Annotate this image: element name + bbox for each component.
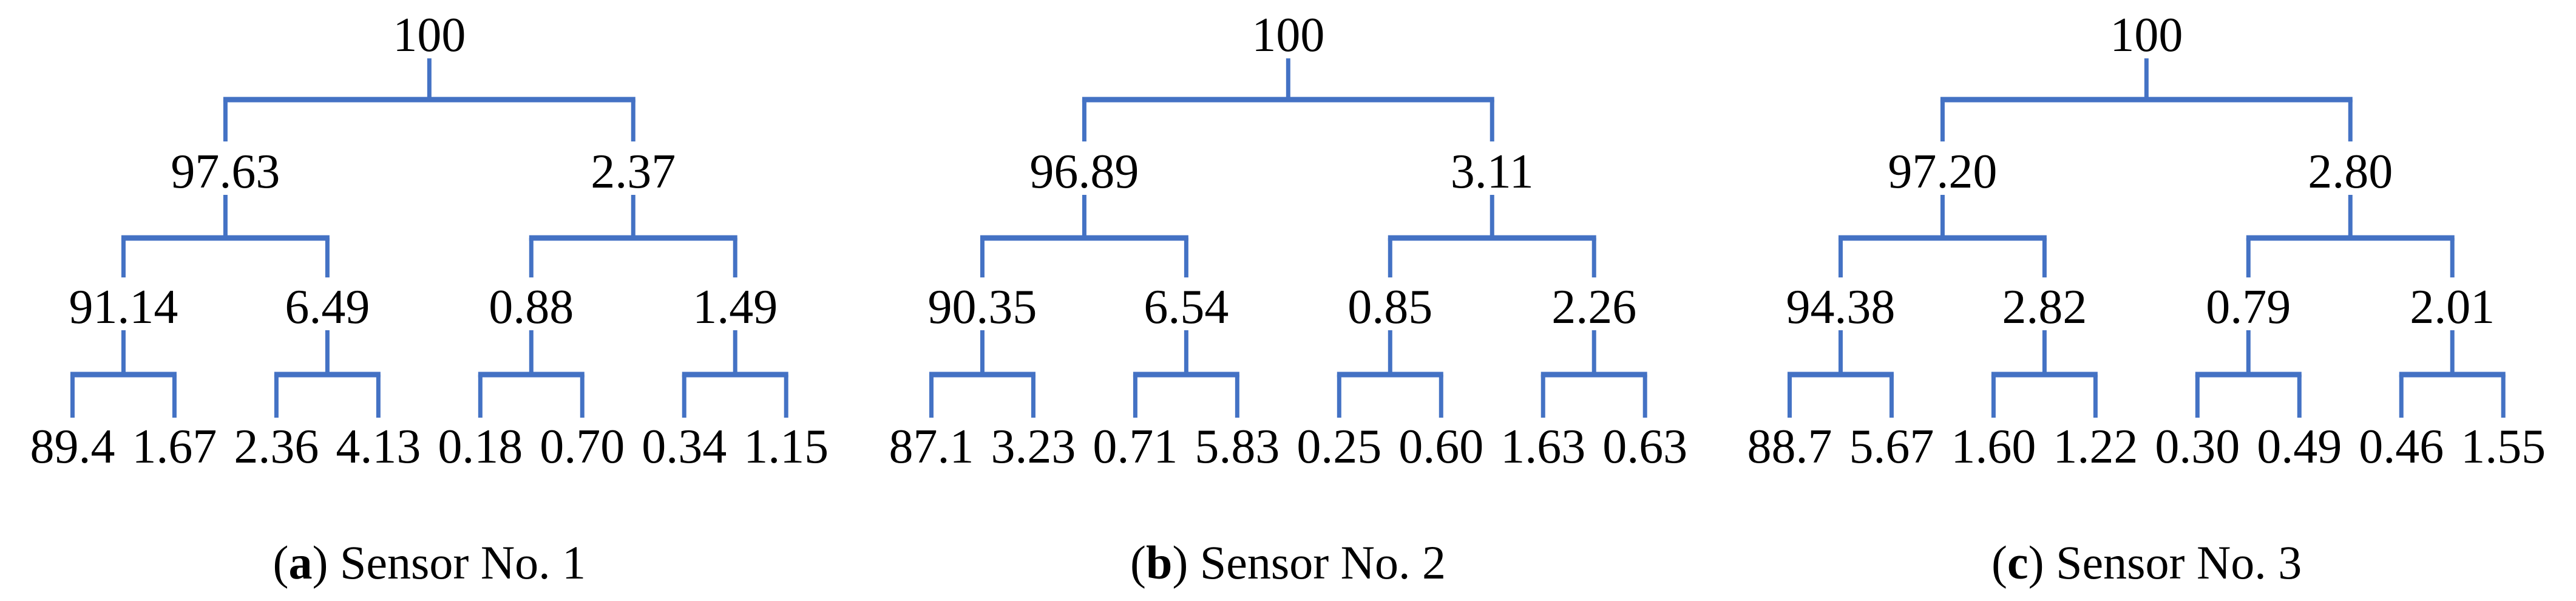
tree-node-value: 94.38	[1786, 280, 1896, 334]
panel-caption-a: (a) Sensor No. 1	[0, 539, 859, 586]
tree-node-value: 0.18	[438, 420, 523, 474]
tree-node-value: 0.25	[1296, 420, 1381, 474]
caption-paren-open: (	[1130, 536, 1146, 589]
tree-node-value: 2.37	[591, 145, 676, 199]
tree-node-value: 0.88	[489, 280, 574, 334]
caption-letter: a	[288, 536, 313, 589]
tree-node-value: 97.63	[171, 145, 280, 199]
panel-sensor-2: 100 96.89 3.11 90.35 6.54 0.85 2.26 87.1 3.23 0.7…	[859, 0, 1718, 601]
caption-label: Sensor No. 1	[339, 536, 586, 589]
tree-node-value: 100	[2110, 8, 2183, 62]
tree-node-value: 97.20	[1888, 145, 1998, 199]
tree-node-value: 2.01	[2410, 280, 2495, 334]
tree-node-value: 4.13	[336, 420, 421, 474]
tree-node-value: 0.46	[2359, 420, 2444, 474]
tree-node-value: 100	[393, 8, 466, 62]
tree-node-value: 1.63	[1500, 420, 1585, 474]
caption-paren-open: (	[273, 536, 289, 589]
tree-node-value: 90.35	[927, 280, 1037, 334]
caption-label: Sensor No. 3	[2056, 536, 2302, 589]
tree-node-value: 89.4	[30, 420, 115, 474]
tree-node-value: 0.63	[1602, 420, 1687, 474]
tree-node-value: 5.67	[1849, 420, 1934, 474]
tree-node-value: 0.70	[540, 420, 625, 474]
tree-node-value: 0.85	[1347, 280, 1432, 334]
tree-node-value: 3.11	[1450, 145, 1533, 199]
tree-node-value: 88.7	[1747, 420, 1832, 474]
tree-node-value: 0.34	[642, 420, 727, 474]
tree-diagram-sensor-2: 100 96.89 3.11 90.35 6.54 0.85 2.26 87.1 3.23 0.7…	[889, 8, 1687, 474]
tree-node-value: 2.80	[2308, 145, 2393, 199]
caption-letter: b	[1145, 536, 1173, 589]
tree-node-value: 6.54	[1144, 280, 1229, 334]
tree-node-value: 3.23	[991, 420, 1076, 474]
caption-paren-close: )	[312, 536, 328, 589]
caption-label: Sensor No. 2	[1199, 536, 1446, 589]
tree-node-value: 1.60	[1951, 420, 2036, 474]
tree-node-value: 2.36	[234, 420, 319, 474]
tree-node-value: 1.67	[132, 420, 217, 474]
caption-paren-close: )	[1172, 536, 1188, 589]
tree-node-value: 0.79	[2206, 280, 2291, 334]
tree-node-value: 1.49	[693, 280, 778, 334]
panel-sensor-1: 100 97.63 2.37 91.14 6.49 0.88 1.49 89.4 1.67 2.3…	[0, 0, 859, 601]
tree-diagram-sensor-3: 100 97.20 2.80 94.38 2.82 0.79 2.01 88.7 5.67 1.6…	[1747, 8, 2546, 474]
tree-node-value: 96.89	[1029, 145, 1139, 199]
tree-node-value: 0.30	[2155, 420, 2240, 474]
tree-node-value: 0.49	[2257, 420, 2342, 474]
caption-paren-close: )	[2028, 536, 2044, 589]
tree-node-value: 1.15	[744, 420, 829, 474]
tree-node-value: 100	[1252, 8, 1324, 62]
tree-node-value: 2.26	[1551, 280, 1636, 334]
tree-node-value: 1.22	[2053, 420, 2138, 474]
tree-node-value: 1.55	[2461, 420, 2546, 474]
tree-node-value: 5.83	[1195, 420, 1280, 474]
panel-caption-b: (b) Sensor No. 2	[859, 539, 1718, 586]
caption-paren-open: (	[1991, 536, 2008, 589]
tree-node-value: 0.71	[1093, 420, 1178, 474]
tree-node-value: 6.49	[285, 280, 370, 334]
tree-node-value: 0.60	[1398, 420, 1483, 474]
caption-letter: c	[2007, 536, 2029, 589]
tree-diagram-sensor-1: 100 97.63 2.37 91.14 6.49 0.88 1.49 89.4 1.67 2.3…	[30, 8, 829, 474]
tree-node-value: 87.1	[889, 420, 974, 474]
tree-node-value: 2.82	[2002, 280, 2087, 334]
panel-caption-c: (c) Sensor No. 3	[1717, 539, 2576, 586]
tree-node-value: 91.14	[69, 280, 178, 334]
panel-sensor-3: 100 97.20 2.80 94.38 2.82 0.79 2.01 88.7 5.67 1.6…	[1717, 0, 2576, 601]
